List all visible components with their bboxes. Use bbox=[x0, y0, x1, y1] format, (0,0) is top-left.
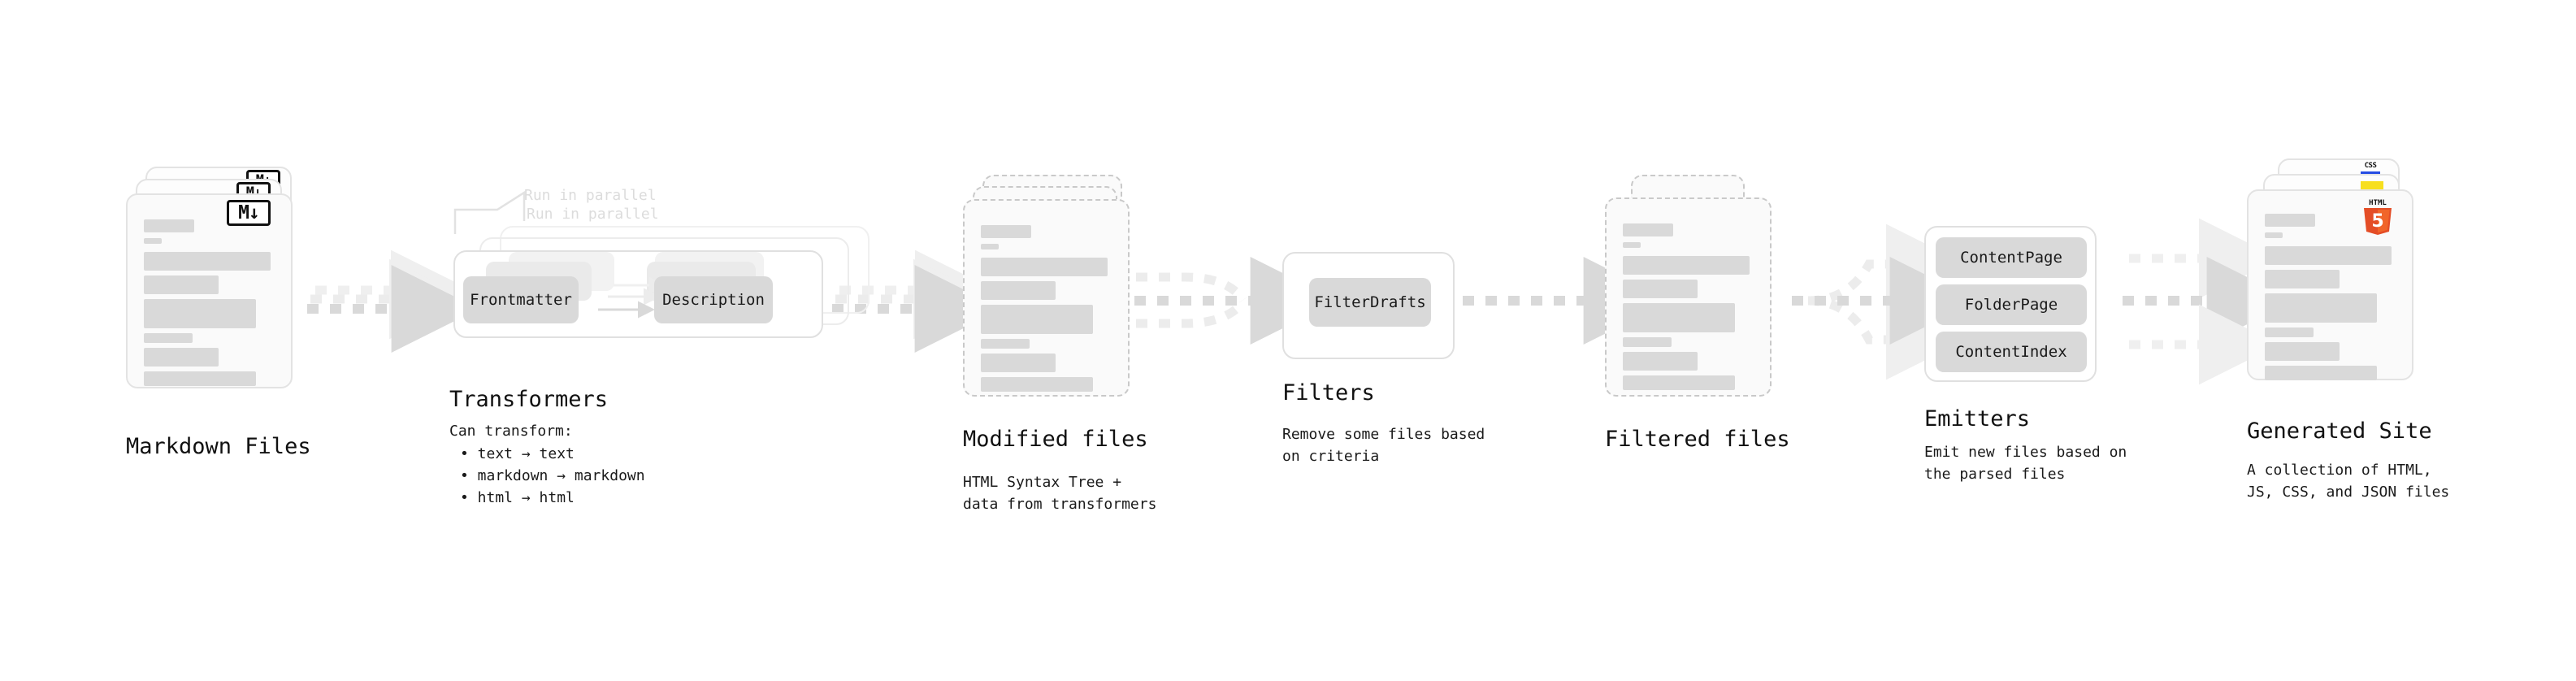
emitter-chip-folderpage[interactable]: FolderPage bbox=[1936, 284, 2087, 325]
emitter-chip-label: ContentPage bbox=[1960, 249, 2062, 267]
transformer-inner-arrows bbox=[598, 276, 666, 319]
skeleton-line bbox=[2265, 270, 2340, 288]
skeleton-title bbox=[2265, 214, 2315, 227]
skeleton-line bbox=[144, 333, 193, 343]
skeleton-line bbox=[981, 305, 1093, 334]
skeleton-line bbox=[981, 377, 1093, 392]
modified-files-caption-1: HTML Syntax Tree + bbox=[963, 474, 1122, 491]
svg-text:HTML: HTML bbox=[2369, 199, 2387, 207]
css-icon-bar bbox=[2361, 171, 2380, 175]
skeleton-line bbox=[1623, 375, 1735, 390]
skeleton-line bbox=[1623, 256, 1750, 275]
skeleton-line bbox=[2265, 246, 2392, 265]
emitter-chip-contentindex[interactable]: ContentIndex bbox=[1936, 332, 2087, 372]
skeleton-line bbox=[1623, 303, 1735, 332]
skeleton-title bbox=[981, 225, 1031, 238]
transformer-chip-label: Frontmatter bbox=[470, 291, 572, 309]
skeleton-line bbox=[144, 348, 219, 367]
modified-card-front bbox=[963, 199, 1130, 397]
modified-files-title: Modified files bbox=[963, 427, 1148, 452]
html5-icon: HTML 5 bbox=[2364, 199, 2392, 235]
skeleton-subtitle bbox=[1623, 242, 1641, 248]
css-icon: CSS bbox=[2361, 162, 2380, 175]
transformers-caption-b2: • markdown → markdown bbox=[460, 467, 645, 484]
emitters-caption-1: Emit new files based on bbox=[1924, 444, 2127, 461]
skeleton-line bbox=[1623, 337, 1672, 347]
transformer-chip-description[interactable]: Description bbox=[654, 276, 773, 323]
transformers-title: Transformers bbox=[449, 387, 609, 412]
filters-caption-1: Remove some files based bbox=[1282, 426, 1485, 443]
run-in-parallel-label: Run in parallel bbox=[527, 206, 659, 223]
skeleton-title bbox=[144, 219, 194, 232]
skeleton-line bbox=[144, 299, 256, 328]
svg-text:5: 5 bbox=[2371, 211, 2383, 232]
skeleton-subtitle bbox=[144, 238, 162, 244]
run-in-parallel-note: Run in parallel bbox=[524, 187, 657, 204]
filter-chip-filterdrafts[interactable]: FilterDrafts bbox=[1309, 278, 1431, 327]
skeleton-line bbox=[2265, 293, 2377, 323]
generated-site-title: Generated Site bbox=[2247, 419, 2432, 444]
transformers-caption-head: Can transform: bbox=[449, 423, 573, 440]
arrow-markdown-to-transformers bbox=[307, 249, 479, 353]
arrow-emitters-to-site bbox=[2123, 218, 2295, 385]
skeleton-line bbox=[2265, 366, 2377, 380]
modified-files-caption-2: data from transformers bbox=[963, 496, 1157, 513]
transformers-caption-b3: • html → html bbox=[460, 489, 575, 506]
filtered-card-front bbox=[1605, 197, 1772, 397]
skeleton-line bbox=[981, 281, 1056, 300]
skeleton-line bbox=[1623, 280, 1698, 298]
skeleton-line bbox=[2265, 342, 2340, 361]
site-card-front bbox=[2247, 189, 2413, 380]
emitter-chip-label: FolderPage bbox=[1964, 296, 2058, 314]
skeleton-line bbox=[2265, 327, 2314, 337]
filter-chip-label: FilterDrafts bbox=[1314, 293, 1426, 311]
markdown-files-title: Markdown Files bbox=[126, 434, 311, 459]
skeleton-subtitle bbox=[2265, 232, 2283, 238]
skeleton-line bbox=[144, 371, 256, 386]
markdown-card-front bbox=[126, 193, 293, 388]
css-icon-label: CSS bbox=[2364, 162, 2377, 170]
skeleton-line bbox=[144, 275, 219, 294]
generated-site-caption-1: A collection of HTML, bbox=[2247, 462, 2432, 479]
emitters-title: Emitters bbox=[1924, 406, 2031, 432]
arrow-filtered-to-emitters bbox=[1792, 223, 1978, 380]
arrow-modified-to-filters bbox=[1134, 257, 1338, 345]
skeleton-line bbox=[144, 252, 271, 271]
skeleton-line bbox=[981, 258, 1108, 276]
skeleton-subtitle bbox=[981, 244, 999, 249]
markdown-icon: M↓ bbox=[227, 200, 271, 226]
emitters-caption-2: the parsed files bbox=[1924, 466, 2066, 483]
filters-caption-2: on criteria bbox=[1282, 448, 1380, 465]
skeleton-line bbox=[981, 354, 1056, 372]
skeleton-line bbox=[981, 339, 1030, 349]
transformer-chip-frontmatter[interactable]: Frontmatter bbox=[463, 276, 579, 323]
filtered-files-title: Filtered files bbox=[1605, 427, 1790, 452]
transformer-chip-label: Description bbox=[662, 291, 765, 309]
emitter-chip-contentpage[interactable]: ContentPage bbox=[1936, 237, 2087, 278]
filters-title: Filters bbox=[1282, 380, 1375, 406]
skeleton-line bbox=[1623, 352, 1698, 371]
skeleton-title bbox=[1623, 223, 1673, 236]
emitter-chip-label: ContentIndex bbox=[1955, 343, 2067, 361]
generated-site-caption-2: JS, CSS, and JSON files bbox=[2247, 484, 2450, 501]
transformers-caption-b1: • text → text bbox=[460, 445, 575, 462]
